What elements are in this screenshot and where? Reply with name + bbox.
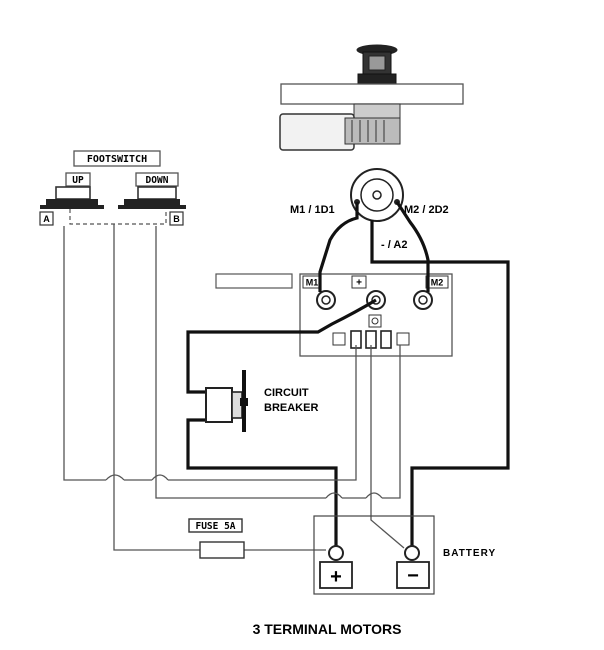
footswitch-label: FOOTSWITCH — [87, 154, 147, 165]
footswitch-b-label: B — [173, 214, 180, 224]
windlass-assembly — [279, 44, 464, 151]
footswitch: FOOTSWITCH UP DOWN A B — [39, 150, 186, 226]
box-label-plus: + — [356, 278, 362, 289]
down-label: DOWN — [146, 175, 169, 186]
battery-minus-label: − — [407, 565, 419, 587]
box-label-m2: M2 — [431, 278, 444, 288]
fuse: FUSE 5A — [188, 518, 245, 559]
box-label-m1: M1 — [306, 278, 319, 288]
motor-terminal-ring — [350, 168, 404, 222]
terminal-label-minus-a2: - / A2 — [381, 239, 408, 251]
terminal-label-m2-2d2: M2 / 2D2 — [404, 204, 449, 216]
control-wires — [63, 224, 405, 551]
footswitch-a-label: A — [43, 214, 50, 224]
diagram-caption: 3 TERMINAL MOTORS — [253, 621, 402, 637]
battery: + − — [313, 515, 435, 595]
circuit-breaker — [205, 370, 248, 432]
heavy-wires — [186, 201, 510, 548]
terminal-label-m1-1d1: M1 / 1D1 — [290, 204, 335, 216]
battery-label: BATTERY — [443, 548, 496, 559]
battery-plus-label: + — [330, 566, 342, 588]
up-label: UP — [72, 175, 84, 186]
fuse-label: FUSE 5A — [195, 521, 235, 532]
control-box: M1 + M2 — [215, 273, 453, 357]
breaker-label: BREAKER — [264, 402, 318, 414]
circuit-label: CIRCUIT — [264, 387, 309, 399]
